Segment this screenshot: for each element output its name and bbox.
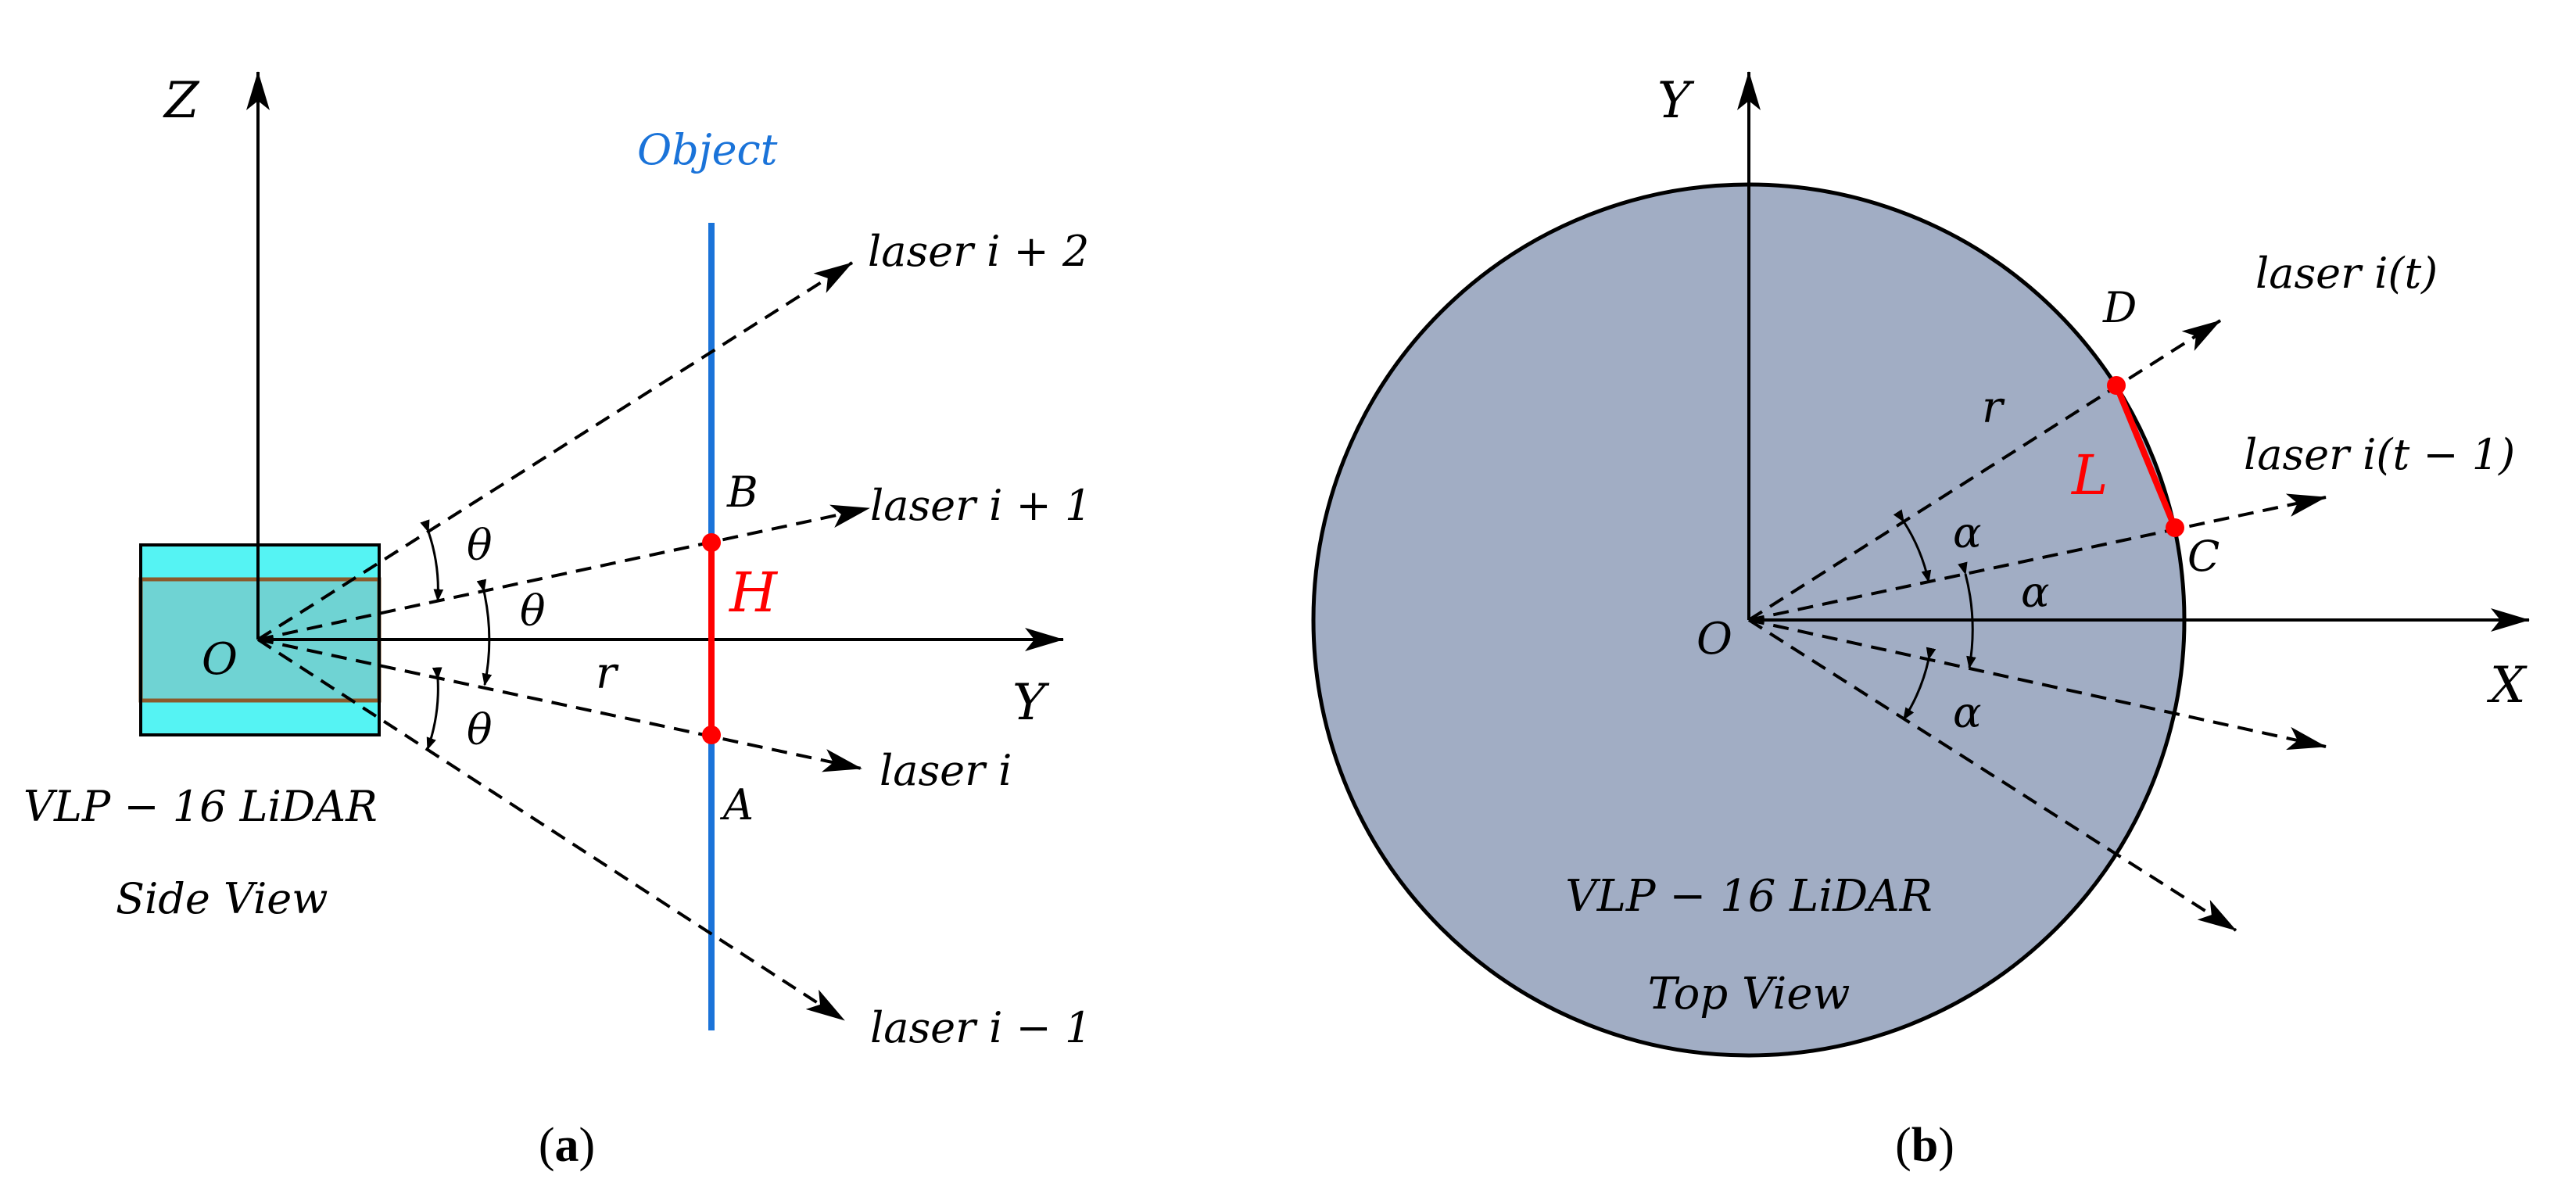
point-d-label: D <box>2102 283 2137 332</box>
caption-b: (b) <box>1895 1119 1954 1172</box>
laser-rays-top <box>1747 319 2327 932</box>
laser-ray-t <box>1747 319 2222 622</box>
height-label: H <box>728 561 779 625</box>
laser-label-t-minus-1: laser i(t − 1) <box>2244 430 2515 479</box>
point-d-marker <box>2107 376 2126 395</box>
laser-label-t: laser i(t) <box>2255 249 2438 298</box>
origin-label-top: O <box>1696 614 1732 665</box>
caption-a-paren-open: ( <box>539 1119 555 1172</box>
point-c-label: C <box>2187 532 2220 581</box>
point-b-label: B <box>726 468 758 517</box>
length-label: L <box>2070 443 2108 507</box>
alpha-arc-middle <box>1958 561 1976 669</box>
theta-label-middle: θ <box>520 586 546 636</box>
range-label: r <box>596 648 619 699</box>
theta-arc-lower <box>426 667 442 751</box>
laser-ray-plus2 <box>256 261 854 641</box>
device-label-side: VLP − 16 LiDAR <box>23 782 378 831</box>
laser-ray-base <box>257 638 862 772</box>
z-axis-label: Z <box>163 72 200 130</box>
x-axis-label-top: X <box>2486 657 2528 715</box>
view-label-top: Top View <box>1648 969 1850 1019</box>
laser-label-base: laser i <box>880 746 1012 795</box>
caption-b-paren-close: ) <box>1938 1119 1954 1172</box>
range-label-top: r <box>1982 382 2005 433</box>
laser-ray-minus1 <box>256 638 846 1022</box>
length-segment <box>2113 384 2178 529</box>
caption-b-paren-open: ( <box>1895 1119 1911 1172</box>
laser-ray-below-2 <box>1747 618 2237 932</box>
point-a-label: A <box>719 780 754 830</box>
alpha-label-upper: α <box>1953 508 1981 557</box>
alpha-arc-lower <box>1902 647 1936 721</box>
y-axis-label-top: Y <box>1657 72 1695 130</box>
theta-label-upper: θ <box>467 521 493 570</box>
caption-a-letter: a <box>555 1119 579 1172</box>
view-label-side: Side View <box>116 874 328 923</box>
caption-a: (a) <box>539 1119 595 1172</box>
theta-label-lower: θ <box>467 705 493 754</box>
panel-b-top-view: Y X O laser i(t) laser i(t − 1) D C L r … <box>1311 71 2530 1172</box>
alpha-label-lower: α <box>1953 688 1981 737</box>
laser-rays-side <box>256 261 870 1022</box>
point-a-marker <box>702 726 721 744</box>
alpha-arcs <box>1893 509 1976 721</box>
laser-ray-plus1 <box>257 504 870 641</box>
alpha-label-middle: α <box>2021 568 2049 617</box>
laser-label-minus1: laser i − 1 <box>870 1003 1091 1052</box>
caption-b-letter: b <box>1911 1119 1938 1172</box>
y-axis-label: Y <box>1012 674 1050 732</box>
laser-label-plus1: laser i + 1 <box>870 481 1091 530</box>
theta-arc-upper <box>420 519 444 602</box>
laser-label-plus2: laser i + 2 <box>868 227 1089 276</box>
theta-arc-middle <box>476 579 493 686</box>
alpha-arc-upper <box>1893 509 1932 583</box>
point-c-marker <box>2166 518 2184 537</box>
point-b-marker <box>702 533 721 552</box>
caption-a-paren-close: ) <box>579 1119 596 1172</box>
object-label: Object <box>637 125 778 174</box>
device-label-top: VLP − 16 LiDAR <box>1565 871 1933 922</box>
panel-a-side-view: Z Y O Object laser i + 2 laser i + 1 las… <box>23 71 1091 1172</box>
origin-label: O <box>202 634 238 685</box>
theta-arcs <box>420 519 493 751</box>
